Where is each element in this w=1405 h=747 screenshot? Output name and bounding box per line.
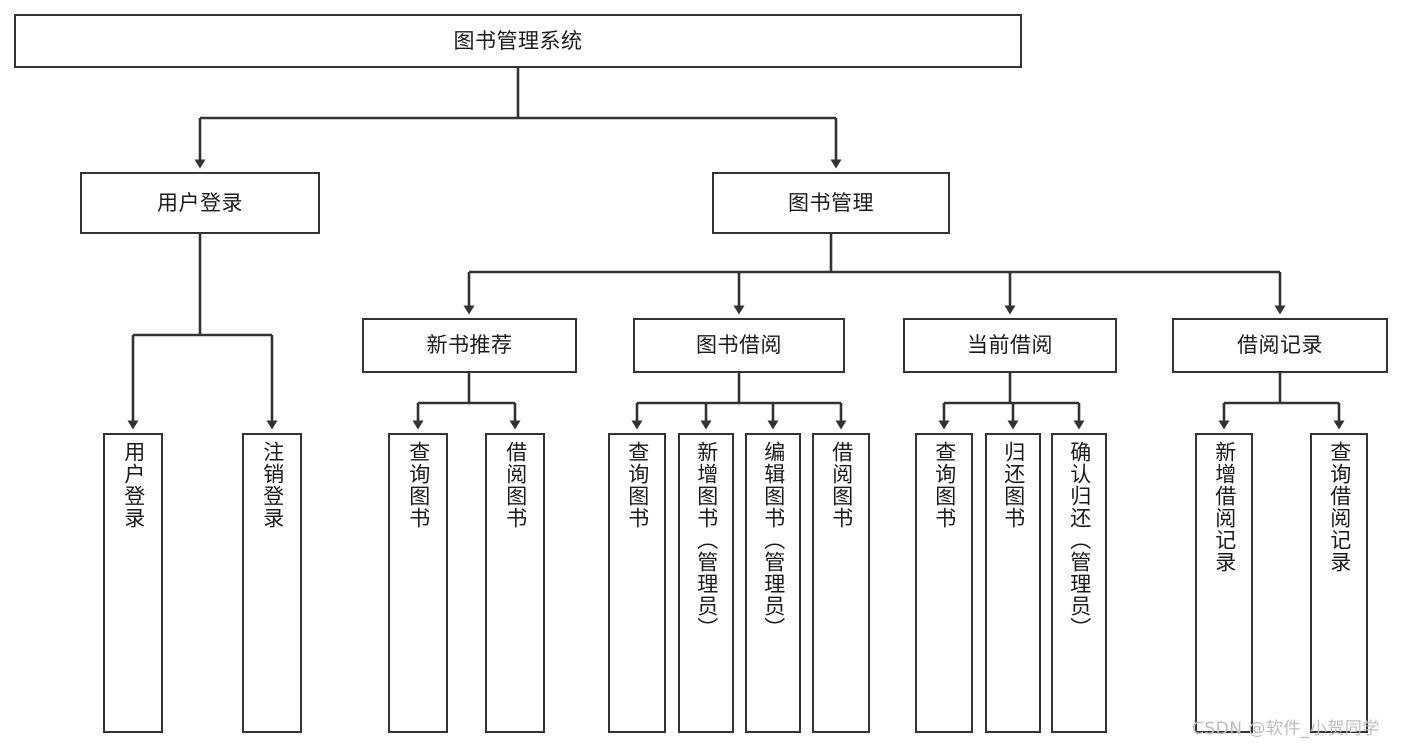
- node-leaf-borrow-book-1-label: 借阅图书: [503, 441, 528, 529]
- node-leaf-add-book-label: 新增图书（管理员）: [694, 441, 719, 639]
- node-leaf-query-record[interactable]: 查询借阅记录: [1310, 433, 1368, 733]
- node-root-label: 图书管理系统: [453, 28, 583, 53]
- node-leaf-logout-label: 注销登录: [260, 441, 285, 529]
- node-leaf-borrow-book-1[interactable]: 借阅图书: [485, 433, 545, 733]
- node-book-manage-label: 图书管理: [788, 190, 874, 215]
- node-book-borrow[interactable]: 图书借阅: [633, 318, 845, 373]
- node-leaf-query-book-2[interactable]: 查询图书: [608, 433, 666, 733]
- node-root[interactable]: 图书管理系统: [14, 14, 1022, 68]
- node-leaf-edit-book[interactable]: 编辑图书（管理员）: [745, 433, 801, 733]
- node-current-borrow[interactable]: 当前借阅: [903, 318, 1117, 373]
- node-borrow-record[interactable]: 借阅记录: [1172, 318, 1388, 373]
- node-leaf-confirm-return[interactable]: 确认归还（管理员）: [1051, 433, 1107, 733]
- node-book-manage[interactable]: 图书管理: [712, 172, 950, 234]
- node-new-book-recommend[interactable]: 新书推荐: [362, 318, 577, 373]
- node-leaf-edit-book-label: 编辑图书（管理员）: [761, 441, 786, 639]
- node-leaf-add-book[interactable]: 新增图书（管理员）: [678, 433, 734, 733]
- node-leaf-query-book-2-label: 查询图书: [625, 441, 650, 529]
- node-leaf-query-book-3-label: 查询图书: [932, 441, 957, 529]
- node-new-book-recommend-label: 新书推荐: [426, 333, 513, 358]
- node-current-borrow-label: 当前借阅: [967, 333, 1053, 358]
- node-leaf-add-record[interactable]: 新增借阅记录: [1195, 433, 1253, 733]
- node-leaf-borrow-book-2-label: 借阅图书: [829, 441, 854, 529]
- node-leaf-user-login-label: 用户登录: [121, 441, 146, 529]
- node-user-login[interactable]: 用户登录: [80, 172, 320, 234]
- node-leaf-confirm-return-label: 确认归还（管理员）: [1067, 441, 1092, 639]
- node-leaf-logout[interactable]: 注销登录: [242, 433, 302, 733]
- node-leaf-query-book-3[interactable]: 查询图书: [915, 433, 973, 733]
- node-leaf-user-login[interactable]: 用户登录: [103, 433, 163, 733]
- node-book-borrow-label: 图书借阅: [696, 333, 782, 358]
- node-leaf-query-record-label: 查询借阅记录: [1327, 441, 1352, 573]
- node-leaf-query-book-1-label: 查询图书: [406, 441, 431, 529]
- node-borrow-record-label: 借阅记录: [1237, 333, 1323, 358]
- node-leaf-query-book-1[interactable]: 查询图书: [388, 433, 448, 733]
- node-user-login-label: 用户登录: [157, 190, 243, 215]
- node-leaf-borrow-book-2[interactable]: 借阅图书: [812, 433, 870, 733]
- node-leaf-add-record-label: 新增借阅记录: [1212, 441, 1237, 573]
- node-leaf-return-book[interactable]: 归还图书: [985, 433, 1041, 733]
- watermark-text: CSDN @软件_小贺同学: [1192, 719, 1380, 739]
- node-leaf-return-book-label: 归还图书: [1001, 441, 1026, 529]
